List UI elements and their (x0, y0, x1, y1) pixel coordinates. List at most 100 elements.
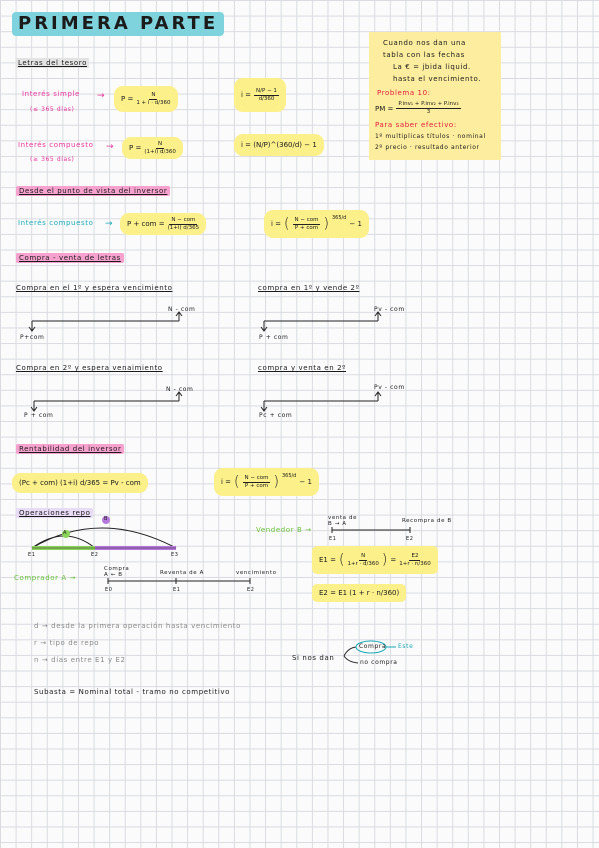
note-line-4: hasta el vencimiento. (393, 75, 482, 83)
sticky-note: Cuando nos dan una tabla con las fechas … (369, 32, 501, 160)
paren-right: ) (323, 216, 329, 232)
fr2-frac: N − com P + com (242, 474, 271, 490)
pm-formula: PM = P.inv₁ + P.inv₂ + P.inv₃ 3 (375, 101, 495, 116)
d1-title: Compra en el 1º y espera vencimiento (16, 284, 173, 292)
comprador-vto: vencimiento (236, 570, 277, 576)
fii-den: P + com (294, 224, 319, 231)
fre-mid: = (390, 556, 397, 564)
fre-paren-left: ( (338, 552, 345, 568)
comprador-reventa: Reventa de A (160, 570, 204, 576)
heading-letras-tesoro: Letras del tesoro (16, 58, 89, 68)
fs-den: 1 + i · d/360 (136, 99, 171, 106)
formula-compuesto-p: P = N (1+i) d/360 (122, 137, 183, 159)
pm-denominator: 3 (426, 109, 431, 115)
fs-left: P = (121, 95, 134, 103)
fr2-tail: − 1 (299, 478, 312, 486)
formula-rentabilidad-1: (Pc + com) (1+i) d/365 = Pv - com (12, 473, 148, 493)
fre-num: N (359, 552, 368, 561)
interes-compuesto-sub: (≥ 365 días) (30, 156, 75, 163)
legend-r: r → tipo de repo (34, 639, 100, 647)
legend-n: n → días entre E1 y E2 (34, 656, 126, 664)
d4-right-label: Pv - com (374, 384, 405, 391)
heading-compraventa: Compra - venta de letras (16, 253, 124, 263)
d2-right-label: Pv - com (374, 306, 405, 313)
venta-label: venta de B → A (328, 515, 358, 527)
comprador-e0: E0 (105, 587, 113, 593)
comprador-e1: E1 (173, 587, 181, 593)
fii-tail: − 1 (349, 220, 362, 228)
fre-rden: 1+r · n/360 (399, 560, 431, 567)
legend-este: Este (398, 643, 414, 650)
fre-den: 1+r · d/360 (347, 560, 379, 567)
interes-simple-sub: (≤ 365 días) (30, 106, 75, 113)
pm-numerator: P.inv₁ + P.inv₂ + P.inv₃ (396, 101, 461, 109)
fc-frac: N (1+i) d/360 (144, 141, 176, 156)
legend-d: d → desde la primera operación hasta ven… (34, 622, 241, 630)
d3-right-label: N - com (166, 386, 194, 393)
formula-inversor-i: i = ( N − com P + com ) 365/d − 1 (264, 210, 369, 238)
comprador-compra: Compra A ← B (104, 566, 130, 578)
note-line-1: Cuando nos dan una (383, 39, 466, 47)
vendedor-e2: E2 (406, 536, 414, 542)
interes-simple-label: Interés simple (22, 90, 80, 98)
note-step-2: 2º precio · resultado anterior (375, 144, 480, 151)
fr2-num: N − com (242, 474, 271, 483)
fi-num: N − com (169, 216, 198, 225)
note-line-2: tabla con las fechas (383, 51, 465, 59)
inversor-compuesto-label: Interés compuesto (18, 219, 94, 227)
subasta-line: Subasta = Nominal total - tramo no compe… (34, 688, 231, 696)
d4-left-label: Pc + com (259, 412, 293, 419)
repo-e3: E3 (171, 552, 179, 558)
fi-left: P + com = (127, 220, 165, 228)
formula-inversor-p: P + com = N − com (1+i) d/365 (120, 213, 207, 235)
page-title: PRIMERA PARTE (12, 12, 225, 36)
d3-left-label: P + com (24, 412, 54, 419)
interes-compuesto-label: Interés compuesto (18, 141, 94, 149)
formula-compuesto-i: i = (N/P)^(360/d) − 1 (234, 134, 324, 156)
fi-den: (1+i) d/365 (167, 224, 200, 231)
arrow-simple: → (97, 91, 105, 101)
fsi-den: d/360 (258, 95, 275, 102)
fre-paren-right: ) (381, 552, 388, 568)
vendedor-label: Vendedor B → (256, 526, 312, 534)
pm-fraction: P.inv₁ + P.inv₂ + P.inv₃ 3 (396, 101, 461, 116)
recompra-label: Recompra de B (402, 518, 452, 524)
fr2-paren-right: ) (273, 474, 279, 490)
fii-left: i = (271, 220, 282, 228)
fc-num: N (156, 140, 165, 149)
si-nos-dan: Si nos dan (292, 654, 335, 662)
fre-left: E1 = (319, 556, 336, 564)
fr2-paren-left: ( (234, 474, 240, 490)
arrow-compuesto: → (106, 142, 114, 152)
note-problema: Problema 10: (377, 89, 431, 97)
formula-rentabilidad-2: i = ( N − com P + com ) 365/d − 1 (214, 468, 319, 496)
fc-den: (1+i) d/360 (144, 148, 176, 155)
legend-compra: Compra (359, 643, 387, 650)
vendedor-e1: E1 (329, 536, 337, 542)
formula-simple-p: P = N 1 + i · d/360 (114, 86, 178, 112)
paren-left: ( (284, 216, 290, 232)
fre-rfrac: E2 1+r · n/360 (399, 553, 430, 568)
repo-b-label: B (104, 516, 109, 522)
fr2-exp: 365/d (281, 473, 297, 479)
arrow-inversor: → (105, 219, 113, 229)
legend-no-compra: no compra (360, 659, 398, 666)
fr2-left: i = (221, 478, 232, 486)
d1-left-label: P+com (20, 334, 45, 341)
formula-repo-e1: E1 = ( N 1+r · d/360 ) = E2 1+r · n/360 (312, 546, 438, 574)
fii-frac: N − com P + com (292, 217, 321, 232)
fsi-num: N/P − 1 (254, 87, 279, 96)
fre-frac: N 1+r · d/360 (347, 553, 378, 568)
comprador-e2: E2 (247, 587, 255, 593)
note-para-saber: Para saber efectivo: (375, 121, 457, 129)
formula-repo-e2: E2 = E1 (1 + r · n/360) (312, 584, 407, 602)
note-step-1: 1º multiplicas títulos · nominal (375, 133, 486, 140)
fi-frac: N − com (1+i) d/365 (168, 217, 200, 232)
fr2-den: P + com (244, 482, 269, 489)
note-line-3: La € = jbida liquid. (393, 63, 471, 71)
